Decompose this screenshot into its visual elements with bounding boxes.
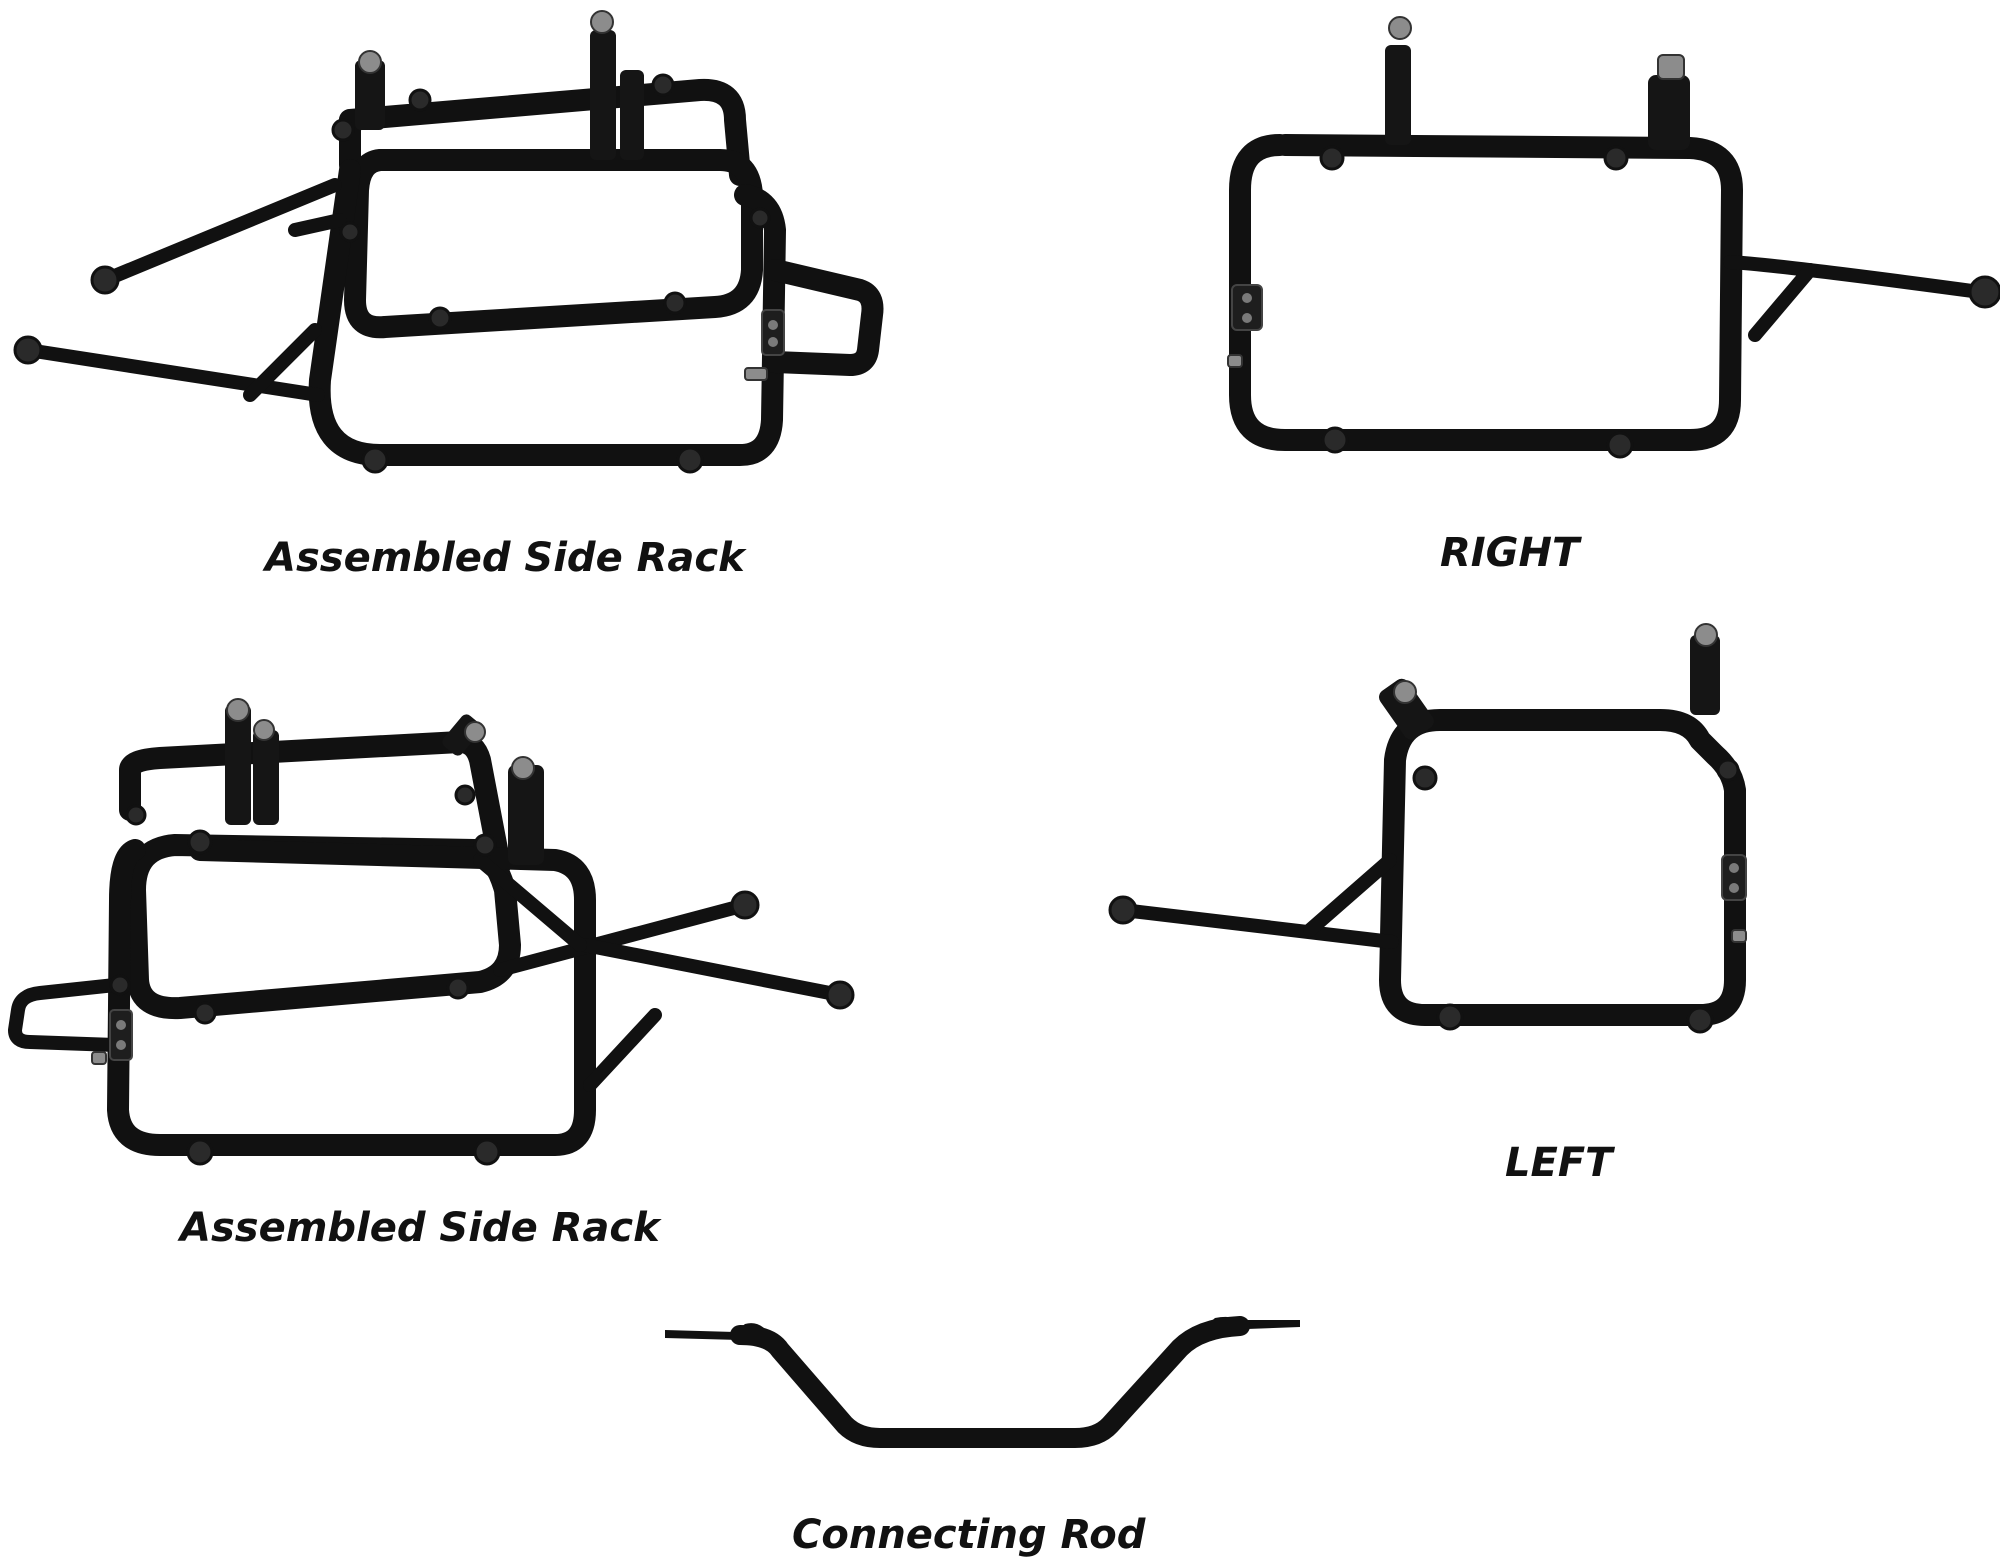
caption-assembled-side-rack-bottom: Assembled Side Rack — [180, 1205, 660, 1251]
caption-left: LEFT — [1505, 1140, 1613, 1186]
caption-right: RIGHT — [1440, 530, 1580, 576]
caption-assembled-side-rack-top: Assembled Side Rack — [265, 535, 745, 581]
caption-connecting-rod: Connecting Rod — [792, 1512, 1146, 1558]
right-rack-figure — [1220, 0, 2000, 480]
connecting-rod-figure — [660, 1290, 1320, 1470]
assembled-side-rack-bottom-figure — [0, 690, 860, 1170]
assembled-side-rack-top-figure — [0, 0, 900, 500]
left-rack-figure — [1100, 620, 1880, 1040]
